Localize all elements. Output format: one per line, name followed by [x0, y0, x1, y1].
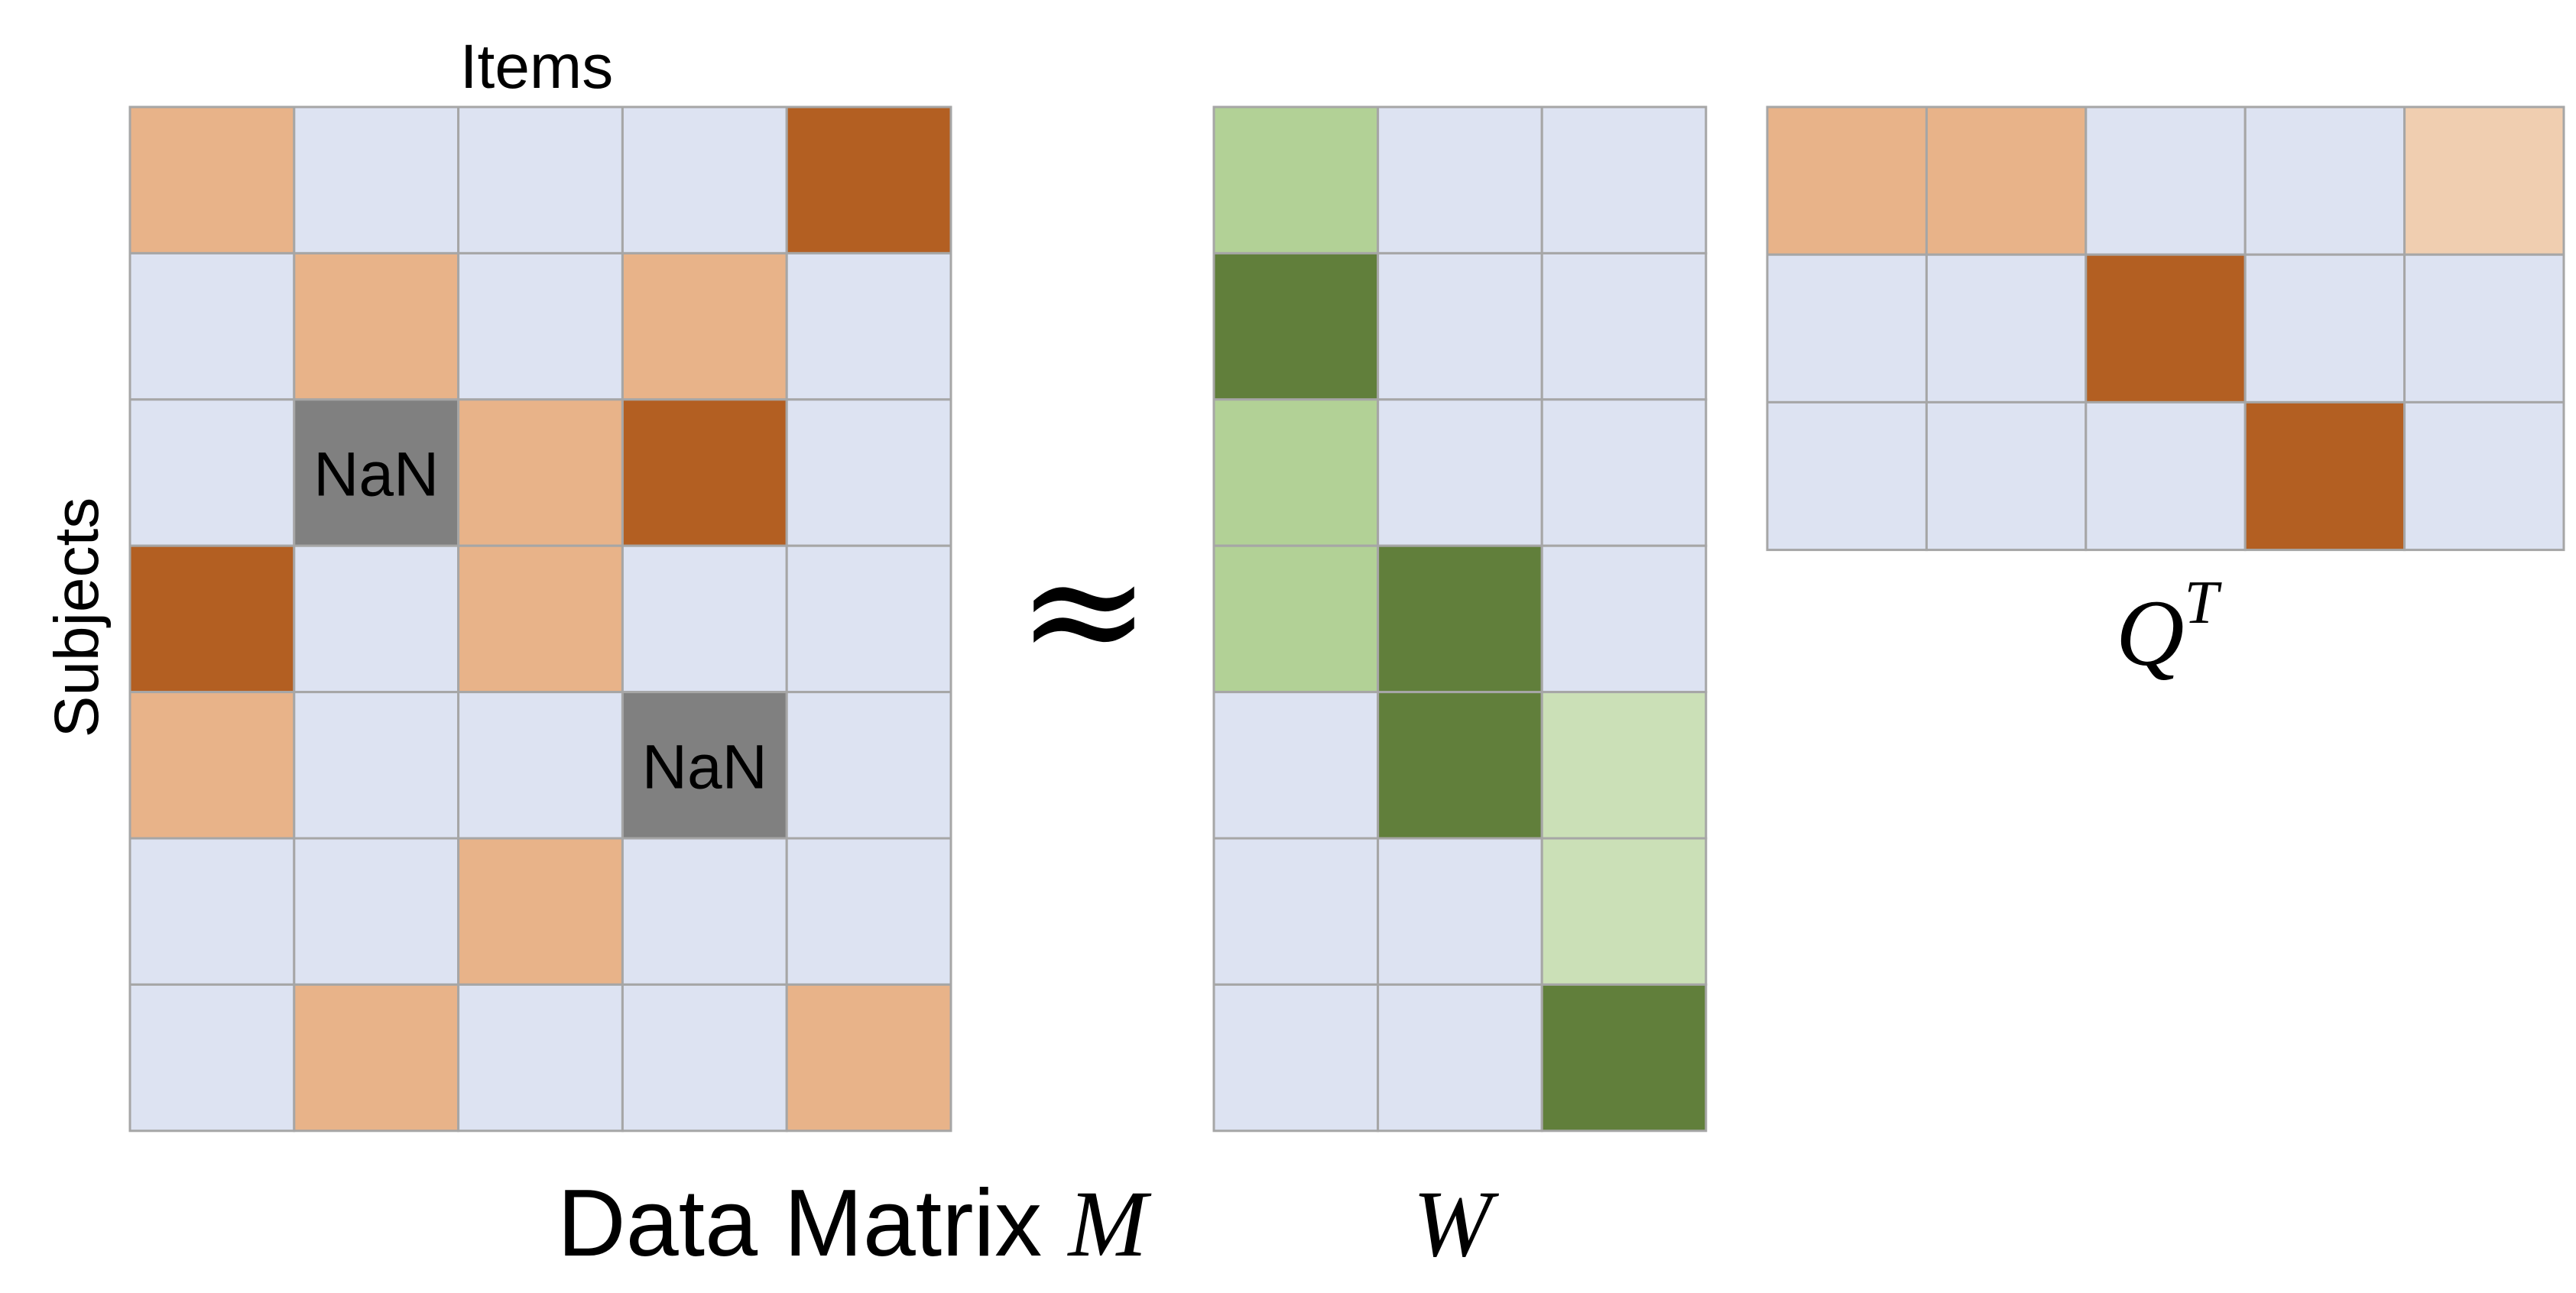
- m-cell-r3-c1: [128, 398, 296, 547]
- w-cell-r3-c1: [1212, 398, 1380, 547]
- qt-cell-r3-c5: [2403, 400, 2565, 552]
- w-cell-r6-c2: [1377, 837, 1543, 986]
- qt-cell-r1-c1: [1766, 105, 1928, 256]
- m-cell-r6-c5: [785, 837, 952, 986]
- w-cell-r1-c3: [1540, 105, 1708, 254]
- w-symbol: W: [1413, 1171, 1499, 1276]
- w-cell-r2-c2: [1377, 251, 1543, 401]
- m-cell-r1-c1: [128, 105, 296, 254]
- qt-cell-r3-c4: [2243, 400, 2406, 552]
- m-cell-r5-c5: [785, 691, 952, 840]
- approx-equal-symbol: ≈: [1017, 516, 1151, 703]
- m-cell-r6-c2: [293, 837, 460, 986]
- m-cell-r1-c3: [457, 105, 624, 254]
- m-cell-r3-c4: [621, 398, 788, 547]
- m-cell-r3-c2-nan: [293, 398, 460, 547]
- m-cell-r4-c2: [293, 544, 460, 694]
- m-cell-r4-c5: [785, 544, 952, 694]
- q-transpose-caption: QT: [2116, 569, 2223, 685]
- w-cell-r7-c2: [1377, 983, 1543, 1133]
- m-cell-r4-c4: [621, 544, 788, 694]
- w-cell-r5-c1: [1212, 691, 1380, 840]
- m-cell-r7-c1: [128, 983, 296, 1133]
- w-cell-r2-c3: [1540, 251, 1708, 401]
- w-cell-r7-c3: [1540, 983, 1708, 1133]
- m-cell-r5-c1: [128, 691, 296, 840]
- m-cell-r5-c2: [293, 691, 460, 840]
- qt-cell-r1-c2: [1925, 105, 2088, 256]
- items-axis-label: Items: [460, 32, 613, 102]
- nan-label: NaN: [313, 440, 439, 510]
- w-cell-r1-c1: [1212, 105, 1380, 254]
- w-cell-r4-c3: [1540, 544, 1708, 694]
- qt-cell-r2-c2: [1925, 253, 2088, 403]
- m-cell-r7-c2: [293, 983, 460, 1133]
- m-cell-r3-c5: [785, 398, 952, 547]
- w-cell-r1-c2: [1377, 105, 1543, 254]
- w-cell-r3-c3: [1540, 398, 1708, 547]
- data-matrix-caption: Data Matrix M: [557, 1171, 1151, 1276]
- m-cell-r1-c2: [293, 105, 460, 254]
- m-symbol: M: [1067, 1171, 1152, 1276]
- qt-cell-r3-c2: [1925, 400, 2088, 552]
- m-cell-r7-c4: [621, 983, 788, 1133]
- subjects-axis-label: Subjects: [42, 497, 112, 738]
- m-cell-r6-c3: [457, 837, 624, 986]
- w-cell-r5-c2: [1377, 691, 1543, 840]
- m-cell-r2-c2: [293, 251, 460, 401]
- qt-cell-r2-c4: [2243, 253, 2406, 403]
- m-cell-r7-c3: [457, 983, 624, 1133]
- m-cell-r2-c1: [128, 251, 296, 401]
- matrix-w: [1212, 105, 1708, 1133]
- m-cell-r5-c3: [457, 691, 624, 840]
- m-cell-r6-c4: [621, 837, 788, 986]
- w-cell-r5-c3: [1540, 691, 1708, 840]
- w-cell-r3-c2: [1377, 398, 1543, 547]
- m-cell-r1-c4: [621, 105, 788, 254]
- qt-cell-r1-c3: [2084, 105, 2247, 256]
- data-matrix-m: NaN NaN: [128, 105, 952, 1133]
- w-cell-r4-c1: [1212, 544, 1380, 694]
- m-cell-r3-c3: [457, 398, 624, 547]
- w-cell-r4-c2: [1377, 544, 1543, 694]
- qt-cell-r3-c1: [1766, 400, 1928, 552]
- w-cell-r2-c1: [1212, 251, 1380, 401]
- qt-cell-r2-c3: [2084, 253, 2247, 403]
- m-cell-r6-c1: [128, 837, 296, 986]
- m-cell-r1-c5: [785, 105, 952, 254]
- m-cell-r2-c5: [785, 251, 952, 401]
- data-matrix-caption-text: Data Matrix: [557, 1171, 1068, 1276]
- m-cell-r7-c5: [785, 983, 952, 1133]
- m-cell-r2-c3: [457, 251, 624, 401]
- nan-label: NaN: [642, 732, 767, 802]
- qt-cell-r1-c5: [2403, 105, 2565, 256]
- m-cell-r5-c4-nan: [621, 691, 788, 840]
- w-cell-r7-c1: [1212, 983, 1380, 1133]
- w-cell-r6-c1: [1212, 837, 1380, 986]
- q-symbol: Q: [2116, 581, 2185, 685]
- qt-cell-r3-c3: [2084, 400, 2247, 552]
- m-cell-r4-c3: [457, 544, 624, 694]
- qt-cell-r2-c1: [1766, 253, 1928, 403]
- qt-cell-r1-c4: [2243, 105, 2406, 256]
- m-cell-r4-c1: [128, 544, 296, 694]
- matrix-q-transpose: [1766, 105, 2565, 552]
- m-cell-r2-c4: [621, 251, 788, 401]
- transpose-superscript: T: [2185, 569, 2223, 637]
- qt-cell-r2-c5: [2403, 253, 2565, 403]
- w-cell-r6-c3: [1540, 837, 1708, 986]
